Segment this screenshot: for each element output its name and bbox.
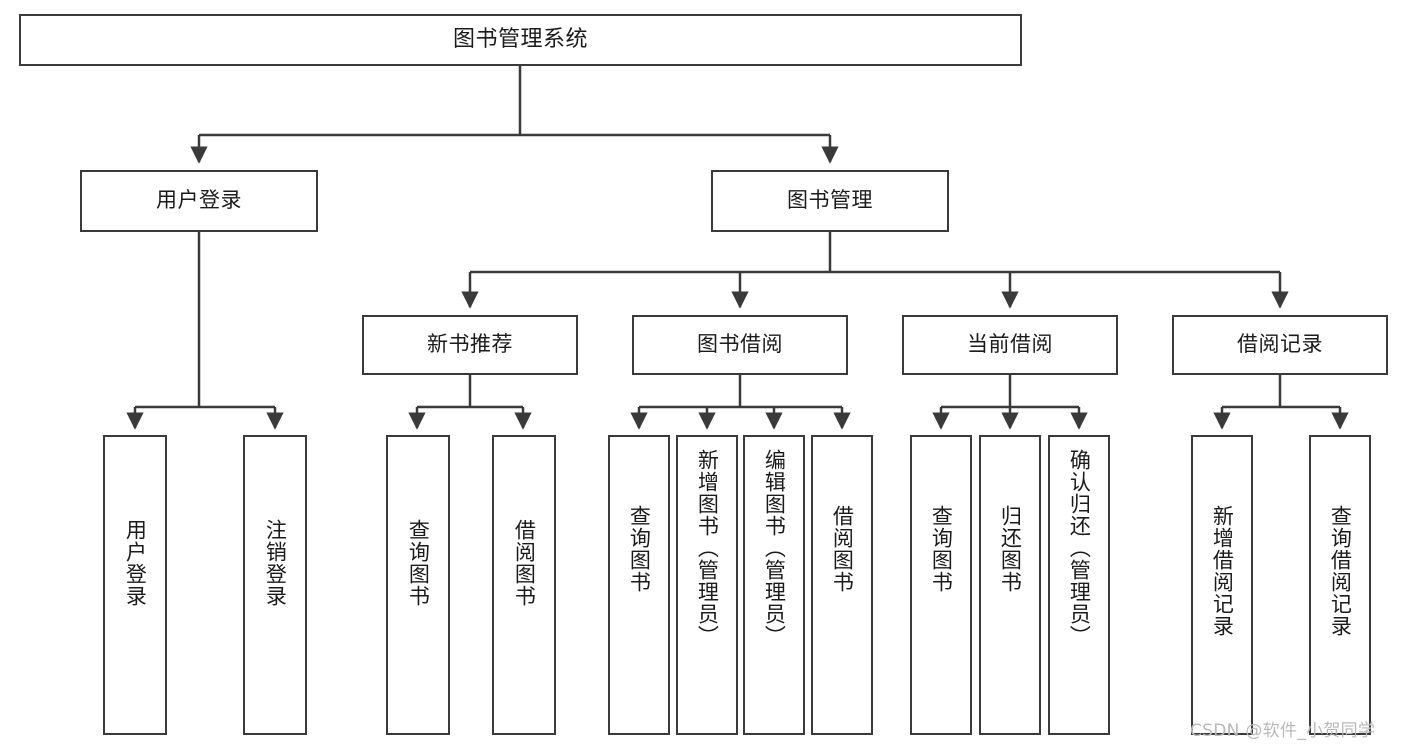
leaf-query-book-current[interactable]: 查询图书 xyxy=(910,435,972,735)
node-label: 新增图书（管理员） xyxy=(695,449,720,647)
leaf-return-book[interactable]: 归还图书 xyxy=(979,435,1041,735)
node-label: 注销登录 xyxy=(263,519,288,607)
node-borrowing-record[interactable]: 借阅记录 xyxy=(1172,315,1388,375)
leaf-borrow-book-borrow[interactable]: 借阅图书 xyxy=(811,435,873,735)
node-new-book-recommendation[interactable]: 新书推荐 xyxy=(362,315,578,375)
leaf-add-book-admin[interactable]: 新增图书（管理员） xyxy=(676,435,738,735)
node-label: 归还图书 xyxy=(998,505,1023,593)
leaf-confirm-return-admin[interactable]: 确认归还（管理员） xyxy=(1048,435,1110,735)
node-label: 确认归还（管理员） xyxy=(1067,449,1092,647)
node-book-management[interactable]: 图书管理 xyxy=(711,170,949,232)
leaf-query-book-new-rec[interactable]: 查询图书 xyxy=(386,435,450,735)
node-label: 用户登录 xyxy=(156,188,242,213)
node-label: 新书推荐 xyxy=(427,332,513,357)
node-current-borrowing[interactable]: 当前借阅 xyxy=(902,315,1118,375)
node-label: 用户登录 xyxy=(123,519,148,607)
leaf-user-logout[interactable]: 注销登录 xyxy=(243,435,307,735)
node-label: 借阅图书 xyxy=(512,519,537,607)
node-user-login[interactable]: 用户登录 xyxy=(80,170,318,232)
leaf-query-book-borrow[interactable]: 查询图书 xyxy=(608,435,670,735)
node-label: 新增借阅记录 xyxy=(1210,505,1235,637)
node-label: 图书借阅 xyxy=(697,332,783,357)
leaf-query-borrow-record[interactable]: 查询借阅记录 xyxy=(1309,435,1371,735)
leaf-add-borrow-record[interactable]: 新增借阅记录 xyxy=(1191,435,1253,735)
node-label: 编辑图书（管理员） xyxy=(762,449,787,647)
node-label: 查询图书 xyxy=(627,505,652,593)
csdn-watermark: CSDN @软件_小贺同学 xyxy=(1190,721,1376,741)
node-label: 借阅记录 xyxy=(1237,332,1323,357)
node-book-borrowing[interactable]: 图书借阅 xyxy=(632,315,848,375)
node-label: 查询图书 xyxy=(929,505,954,593)
leaf-user-login[interactable]: 用户登录 xyxy=(103,435,167,735)
leaf-borrow-book-new-rec[interactable]: 借阅图书 xyxy=(492,435,556,735)
node-label: 图书管理系统 xyxy=(452,26,588,52)
node-label: 查询借阅记录 xyxy=(1328,505,1353,637)
node-label: 当前借阅 xyxy=(967,332,1053,357)
node-root-book-management-system[interactable]: 图书管理系统 xyxy=(19,14,1022,66)
node-label: 查询图书 xyxy=(406,519,431,607)
node-label: 图书管理 xyxy=(787,188,873,213)
leaf-edit-book-admin[interactable]: 编辑图书（管理员） xyxy=(743,435,805,735)
node-label: 借阅图书 xyxy=(830,505,855,593)
